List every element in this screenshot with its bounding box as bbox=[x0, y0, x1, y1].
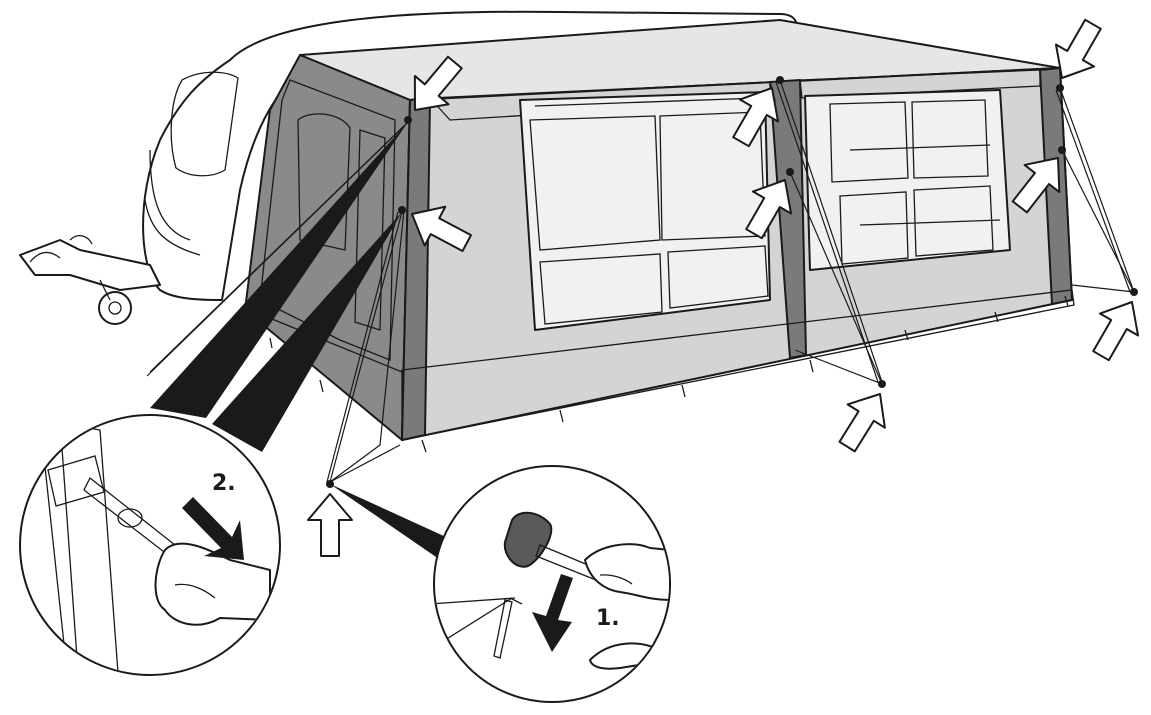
solid-arrow-icon bbox=[532, 574, 573, 652]
detail-circle-tension: 2. bbox=[19, 414, 281, 676]
hollow-arrow-icon bbox=[307, 493, 353, 557]
step-2-label: 2. bbox=[212, 471, 236, 496]
detail-circle-peg: 1. bbox=[433, 465, 671, 703]
hand-icon bbox=[154, 542, 271, 626]
solid-arrow-icon bbox=[182, 497, 244, 560]
callout-beams bbox=[150, 122, 470, 568]
step-1-label: 1. bbox=[596, 606, 620, 631]
hollow-arrow-icon bbox=[1080, 290, 1151, 368]
hollow-arrow-icon bbox=[827, 381, 900, 460]
tent-peg-icon bbox=[493, 599, 513, 659]
skirt-pegs bbox=[269, 295, 1069, 453]
hand-icon bbox=[584, 543, 669, 601]
awning bbox=[244, 19, 1075, 453]
storm-poles bbox=[146, 76, 1138, 488]
